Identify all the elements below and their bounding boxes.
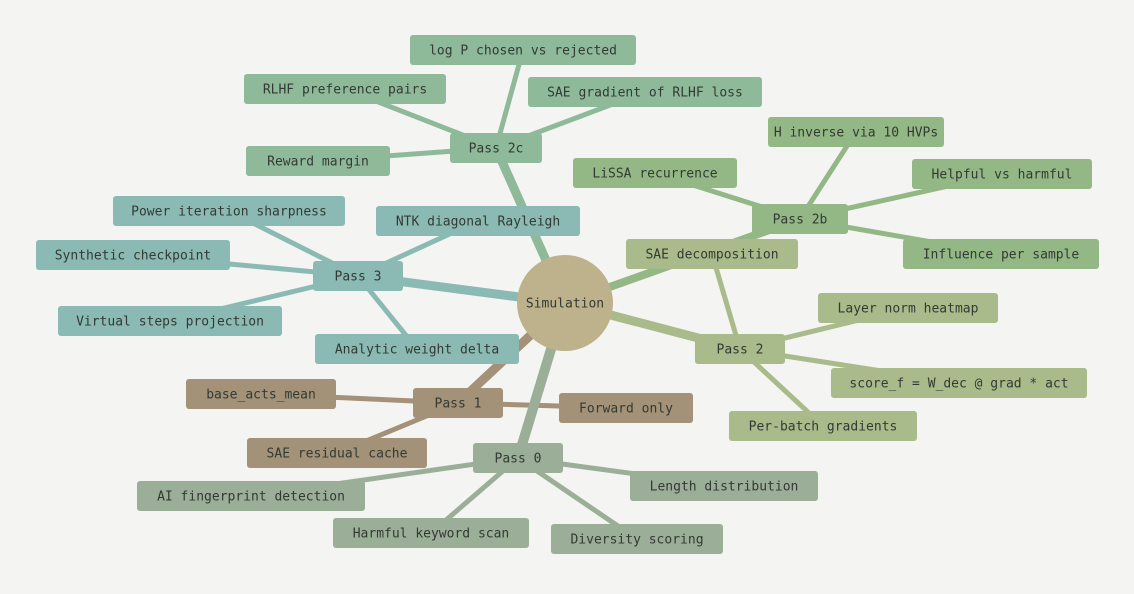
node-pass0-child-2: Harmful keyword scan [333, 518, 529, 548]
node-pass2-label: Pass 2 [717, 343, 764, 358]
node-pass3-child-0: Power iteration sharpness [113, 196, 345, 226]
node-pass2b-child-2-box [912, 159, 1092, 189]
node-pass2b-child-0-label: H inverse via 10 HVPs [774, 126, 938, 141]
node-pass0-label: Pass 0 [495, 452, 542, 467]
node-pass2b-child-2-label: Helpful vs harmful [932, 168, 1073, 183]
node-pass2c-child-0: log P chosen vs rejected [410, 35, 636, 65]
node-pass1-child-1-box [559, 393, 693, 423]
node-pass3-child-1-box [376, 206, 580, 236]
node-pass2c-child-1-label: RLHF preference pairs [263, 83, 427, 98]
node-pass0-child-3: Diversity scoring [551, 524, 723, 554]
root-node-circle [517, 255, 613, 351]
node-pass3-label: Pass 3 [335, 270, 382, 285]
node-pass2b-child-1: LiSSA recurrence [573, 158, 737, 188]
node-pass2b-child-3-box [903, 239, 1099, 269]
node-pass2-child-1: Layer norm heatmap [818, 293, 998, 323]
node-pass1-child-1-label: Forward only [579, 402, 673, 417]
node-pass1-box [413, 388, 503, 418]
node-pass1-child-2-box [247, 438, 427, 468]
node-pass2b-child-3-label: Influence per sample [923, 248, 1080, 263]
node-pass2-child-1-label: Layer norm heatmap [838, 302, 979, 317]
node-pass1: Pass 1 [413, 388, 503, 418]
node-pass2b-child-1-box [573, 158, 737, 188]
node-pass3-child-2-label: Synthetic checkpoint [55, 249, 212, 264]
root-node: Simulation [517, 255, 613, 351]
node-pass3: Pass 3 [313, 261, 403, 291]
node-pass0-child-1: Length distribution [630, 471, 818, 501]
node-pass2c-child-3: Reward margin [246, 146, 390, 176]
node-pass2b: Pass 2b [752, 204, 848, 234]
node-pass3-child-3: Virtual steps projection [58, 306, 282, 336]
root-node-label: Simulation [526, 297, 604, 312]
node-pass2b-child-2: Helpful vs harmful [912, 159, 1092, 189]
node-pass0-child-3-box [551, 524, 723, 554]
node-pass2-child-0-label: SAE decomposition [645, 248, 778, 263]
node-pass2c-box [450, 133, 542, 163]
node-pass3-child-0-box [113, 196, 345, 226]
node-pass2c-child-0-box [410, 35, 636, 65]
node-pass2b-child-1-label: LiSSA recurrence [592, 167, 717, 182]
node-pass3-child-2: Synthetic checkpoint [36, 240, 230, 270]
node-pass3-child-0-label: Power iteration sharpness [131, 205, 327, 220]
node-pass1-label: Pass 1 [435, 397, 482, 412]
node-pass0: Pass 0 [473, 443, 563, 473]
node-pass1-child-0-label: base_acts_mean [206, 388, 316, 403]
node-pass3-child-4-box [315, 334, 519, 364]
node-pass3-child-2-box [36, 240, 230, 270]
node-pass0-child-0-box [137, 481, 365, 511]
node-pass2b-box [752, 204, 848, 234]
node-pass2c-child-1-box [244, 74, 446, 104]
node-pass2-child-2-box [831, 368, 1087, 398]
node-pass2-child-1-box [818, 293, 998, 323]
node-pass3-child-1-label: NTK diagonal Rayleigh [396, 215, 560, 230]
node-pass0-child-2-box [333, 518, 529, 548]
edge-pass2-0 [709, 251, 743, 352]
node-pass0-child-0: AI fingerprint detection [137, 481, 365, 511]
node-pass2c-child-3-box [246, 146, 390, 176]
node-pass3-child-1: NTK diagonal Rayleigh [376, 206, 580, 236]
node-pass2-child-2: score_f = W_dec @ grad * act [831, 368, 1087, 398]
node-pass1-child-0: base_acts_mean [186, 379, 336, 409]
node-pass0-child-2-label: Harmful keyword scan [353, 527, 510, 542]
node-pass1-child-2: SAE residual cache [247, 438, 427, 468]
node-pass0-child-1-box [630, 471, 818, 501]
node-pass0-child-3-label: Diversity scoring [570, 533, 703, 548]
node-pass3-box [313, 261, 403, 291]
node-pass2b-child-0-box [768, 117, 944, 147]
node-pass2c-child-2-box [528, 77, 762, 107]
node-pass2b-child-0: H inverse via 10 HVPs [768, 117, 944, 147]
node-pass2-box [695, 334, 785, 364]
node-pass3-child-3-box [58, 306, 282, 336]
node-pass2b-label: Pass 2b [773, 213, 828, 228]
node-pass2c-child-1: RLHF preference pairs [244, 74, 446, 104]
node-pass2-child-0: SAE decomposition [626, 239, 798, 269]
node-pass1-child-1: Forward only [559, 393, 693, 423]
node-pass2-child-3-label: Per-batch gradients [749, 420, 898, 435]
node-pass2-child-3: Per-batch gradients [729, 411, 917, 441]
node-pass2: Pass 2 [695, 334, 785, 364]
node-pass2c-label: Pass 2c [469, 142, 524, 157]
node-pass2b-child-3: Influence per sample [903, 239, 1099, 269]
node-pass2c-child-3-label: Reward margin [267, 155, 369, 170]
node-pass3-child-4-label: Analytic weight delta [335, 343, 499, 358]
node-pass0-child-0-label: AI fingerprint detection [157, 490, 345, 505]
node-pass2c-child-2: SAE gradient of RLHF loss [528, 77, 762, 107]
node-pass3-child-4: Analytic weight delta [315, 334, 519, 364]
node-pass2c-child-0-label: log P chosen vs rejected [429, 44, 617, 59]
node-pass3-child-3-label: Virtual steps projection [76, 315, 264, 330]
node-pass2-child-3-box [729, 411, 917, 441]
node-pass1-child-0-box [186, 379, 336, 409]
node-pass1-child-2-label: SAE residual cache [267, 447, 408, 462]
edge-pass2c-0 [493, 47, 526, 151]
node-pass2-child-2-label: score_f = W_dec @ grad * act [849, 377, 1068, 392]
node-pass2c: Pass 2c [450, 133, 542, 163]
node-pass2c-child-2-label: SAE gradient of RLHF loss [547, 86, 743, 101]
node-pass0-child-1-label: Length distribution [650, 480, 799, 495]
node-pass2-child-0-box [626, 239, 798, 269]
node-pass0-box [473, 443, 563, 473]
